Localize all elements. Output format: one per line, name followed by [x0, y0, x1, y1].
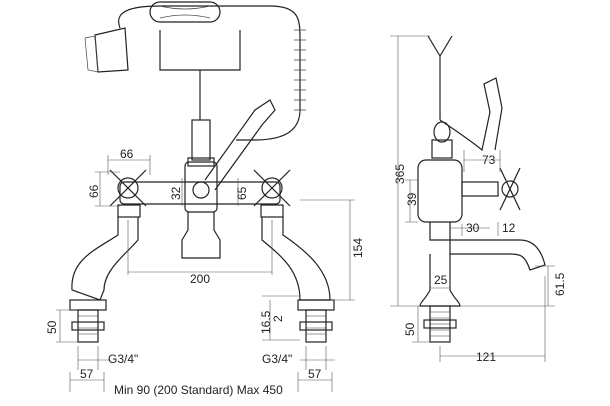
cradle: [159, 30, 241, 120]
dim-spout-projection: 121: [476, 350, 496, 364]
dim-valve-height: 66: [87, 184, 101, 198]
dim-offset-small: 16.5: [259, 310, 273, 334]
right-shank: [297, 299, 335, 343]
dim-center-distance: 200: [190, 272, 210, 286]
left-leg: [71, 217, 139, 301]
dim-thread-right: G3/4": [262, 352, 292, 366]
dim-offset-12: 12: [502, 221, 516, 235]
dim-side-shank-length: 50: [403, 322, 417, 336]
dim-body-height: 39: [405, 192, 419, 206]
diverter-body: [184, 161, 218, 213]
dim-handle-width: 66: [120, 147, 134, 161]
side-lever: [439, 77, 503, 152]
side-view: [390, 35, 555, 362]
handset-grip: [149, 1, 221, 23]
cross-bar: [119, 181, 281, 205]
dim-offset-30: 30: [466, 221, 480, 235]
front-view: [56, 1, 355, 392]
dim-overall-height: 365: [393, 164, 407, 184]
hose-loop: [118, 5, 301, 141]
dim-offset-2: 2: [271, 315, 285, 322]
side-body: [417, 159, 463, 223]
dim-pillar-dia: 25: [434, 273, 448, 287]
dim-spout-height: 61.5: [553, 272, 567, 296]
left-cross-handle: [109, 169, 147, 218]
dim-nut-width-left: 57: [80, 367, 94, 381]
dim-shank-length-left: 50: [45, 320, 59, 334]
side-cross-handle: [461, 167, 521, 211]
dim-lever-reach: 73: [482, 153, 496, 167]
left-shank: [69, 299, 107, 343]
right-cross-handle: [253, 169, 291, 218]
dim-body-center: 32: [169, 186, 183, 200]
dim-right-offset: 65: [235, 186, 249, 200]
diverter-lever: [204, 99, 276, 191]
dim-overall-height-front: 154: [351, 238, 365, 258]
front-spout: [181, 212, 221, 259]
dim-thread-left: G3/4": [108, 352, 138, 366]
central-column: [191, 119, 211, 161]
side-spout: [429, 222, 546, 271]
dim-centers-range: Min 90 (200 Standard) Max 450: [114, 383, 283, 397]
shower-head: [94, 27, 129, 73]
dim-nut-width-right: 57: [308, 367, 322, 381]
side-cradle: [427, 35, 453, 120]
